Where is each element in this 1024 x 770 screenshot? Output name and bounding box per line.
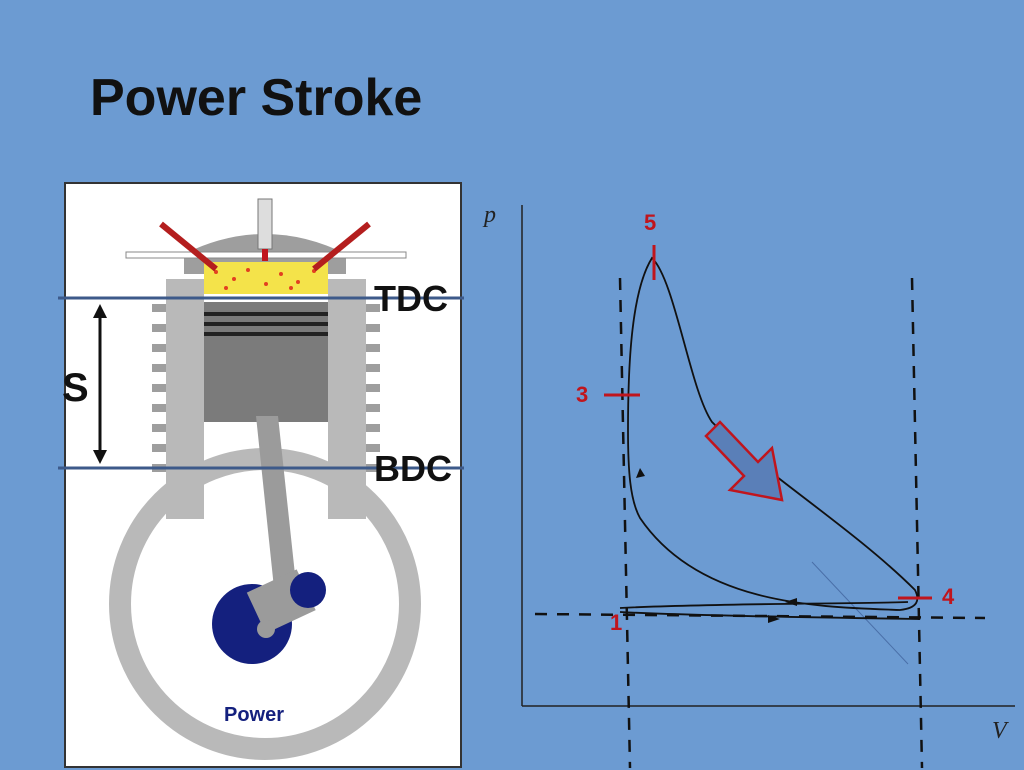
p-axis-label: p <box>484 202 496 228</box>
exhaust-valve <box>312 221 371 272</box>
slide-title: Power Stroke <box>90 69 423 127</box>
pv-cycle-curve <box>627 256 919 611</box>
tdc-volume-line <box>618 277 632 768</box>
connecting-rod <box>256 416 296 588</box>
guide-line <box>811 561 909 665</box>
engine-caption: Power <box>224 704 285 726</box>
intake-valve <box>159 221 218 272</box>
engine-svg <box>109 198 421 760</box>
expansion-arrow <box>704 420 784 502</box>
cylinder-wall-left <box>166 279 204 519</box>
v-axis-label: V <box>992 718 1007 744</box>
bdc-label: BDC <box>374 448 452 489</box>
stroke-label: S <box>62 366 89 410</box>
point-label-3: 3 <box>576 382 589 407</box>
cylinder-wall-right <box>328 279 366 519</box>
point-label-4: 5 <box>644 210 657 235</box>
point-label-5: 4 <box>942 584 955 609</box>
bdc-volume-line <box>910 277 924 768</box>
point-label-1: 1 <box>610 610 623 635</box>
engine-illustration: Power <box>64 182 462 768</box>
tdc-label: TDC <box>374 278 448 319</box>
